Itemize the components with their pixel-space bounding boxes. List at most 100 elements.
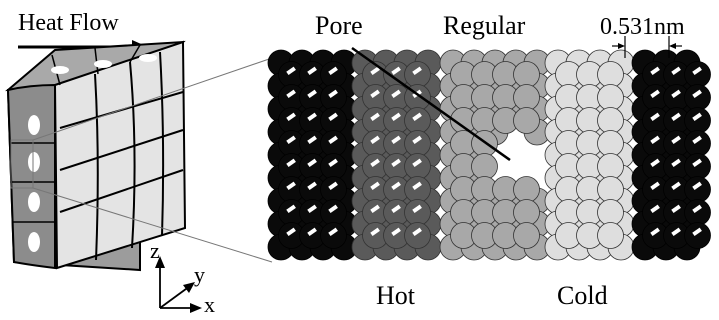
lattice-void [286,158,296,168]
lattice-void [391,181,401,191]
cold-reservoir-atom [684,153,711,180]
lattice-void [412,66,422,76]
heat-flow-label: Heat Flow [18,10,119,36]
z-axis-label: z [150,238,160,263]
coordinate-axes [155,256,202,313]
lattice-void [370,227,380,237]
pore-label: Pore [315,11,363,40]
hot-reservoir-atom [320,153,347,180]
hot-region-atom [404,176,431,203]
zoom-indicator [10,57,273,263]
lattice-void [286,89,296,99]
middle-region-atom [513,199,540,226]
lattice-void [307,204,317,214]
lattice-void [391,227,401,237]
lattice-void [370,66,380,76]
lattice-void [391,66,401,76]
lattice-void [286,227,296,237]
middle-region-atom [513,222,540,249]
hot-reservoir-atom [320,130,347,157]
cold-region-atom [597,222,624,249]
lattice-void [328,158,338,168]
cold-region-atom [597,107,624,134]
hot-region-atom [404,61,431,88]
spacing-label: 0.531nm [600,14,685,40]
hot-reservoir-atom [320,61,347,88]
lattice-void [671,112,681,122]
lattice-void [391,204,401,214]
lattice-void [671,66,681,76]
lattice-void [650,227,660,237]
cold-reservoir-atom [684,84,711,111]
lattice-void [328,227,338,237]
middle-region-atom [471,153,498,180]
hot-reservoir-atom [320,84,347,111]
cold-region-atom [597,130,624,157]
cold-label: Cold [557,281,608,310]
lattice-void [650,135,660,145]
lattice-void [370,89,380,99]
hot-region-atom [404,107,431,134]
spacing-dimension [612,36,682,58]
lattice-void [412,112,422,122]
lattice-void [391,89,401,99]
lattice-void [671,89,681,99]
cold-reservoir-atom [684,130,711,157]
middle-region-atom [513,107,540,134]
lattice-void [286,66,296,76]
hot-region-atom [404,222,431,249]
lattice-void [650,204,660,214]
hot-reservoir-atom [320,107,347,134]
cold-reservoir-atom [684,199,711,226]
lattice-void [328,181,338,191]
lattice-void [370,135,380,145]
cold-reservoir-atom [684,61,711,88]
lattice-void [307,181,317,191]
cold-region-atom [597,84,624,111]
cold-reservoir-atom [684,107,711,134]
lattice-void [328,89,338,99]
lattice-void [671,181,681,191]
lattice-void [370,112,380,122]
cold-reservoir-atom [684,176,711,203]
lattice-void [307,66,317,76]
lattice-void [328,204,338,214]
lattice-void [391,158,401,168]
lattice-void [391,112,401,122]
hot-reservoir-atom [320,222,347,249]
cold-region-atom [597,176,624,203]
lattice-void [650,158,660,168]
lattice-void [692,89,702,99]
y-axis-label: y [194,262,205,287]
lattice-void [370,181,380,191]
cold-reservoir-atom [684,222,711,249]
lattice-void [307,112,317,122]
lattice-void [650,66,660,76]
lattice-void [286,181,296,191]
lattice-void [412,158,422,168]
lattice-void [307,158,317,168]
lattice-void [412,227,422,237]
lattice-void [370,158,380,168]
cold-region-atom [597,153,624,180]
membrane-slab [5,40,187,272]
lattice-void [692,204,702,214]
lattice-void [692,158,702,168]
cold-region-atom [597,61,624,88]
hot-region-atom [404,153,431,180]
lattice-void [671,135,681,145]
regular-label: Regular [443,11,526,40]
lattice-void [328,66,338,76]
atomic-lattice [267,49,711,261]
middle-region-atom [513,61,540,88]
hot-label: Hot [376,281,416,310]
lattice-void [307,89,317,99]
lattice-void [286,112,296,122]
hot-reservoir-atom [320,199,347,226]
lattice-void [671,204,681,214]
lattice-void [412,135,422,145]
lattice-void [286,135,296,145]
lattice-void [370,204,380,214]
lattice-void [307,135,317,145]
